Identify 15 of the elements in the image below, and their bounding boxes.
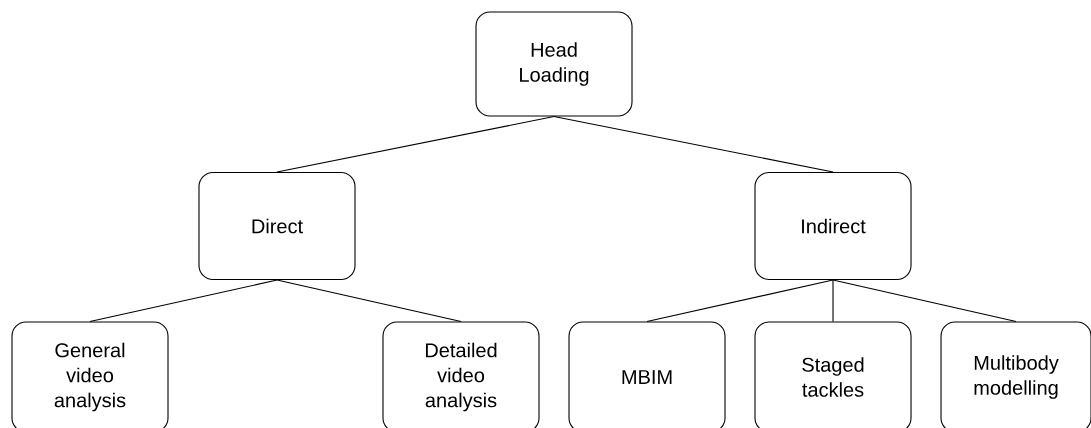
process-box: Direct bbox=[198, 171, 356, 281]
connector-line bbox=[832, 279, 834, 322]
connector-line bbox=[832, 279, 1017, 322]
process-box: Head Loading bbox=[475, 11, 633, 117]
process-box: MBIM bbox=[568, 321, 726, 428]
connector-line bbox=[276, 116, 555, 173]
process-box: Indirect bbox=[754, 171, 912, 281]
process-box: Staged tackles bbox=[754, 321, 912, 428]
connector-line bbox=[553, 116, 834, 173]
connector-line bbox=[646, 279, 834, 322]
process-box: General video analysis bbox=[11, 321, 169, 428]
process-box: Multibody modelling bbox=[940, 321, 1091, 428]
connector-line bbox=[276, 279, 462, 322]
connector-line bbox=[89, 279, 278, 322]
process-box: Detailed video analysis bbox=[382, 321, 540, 428]
